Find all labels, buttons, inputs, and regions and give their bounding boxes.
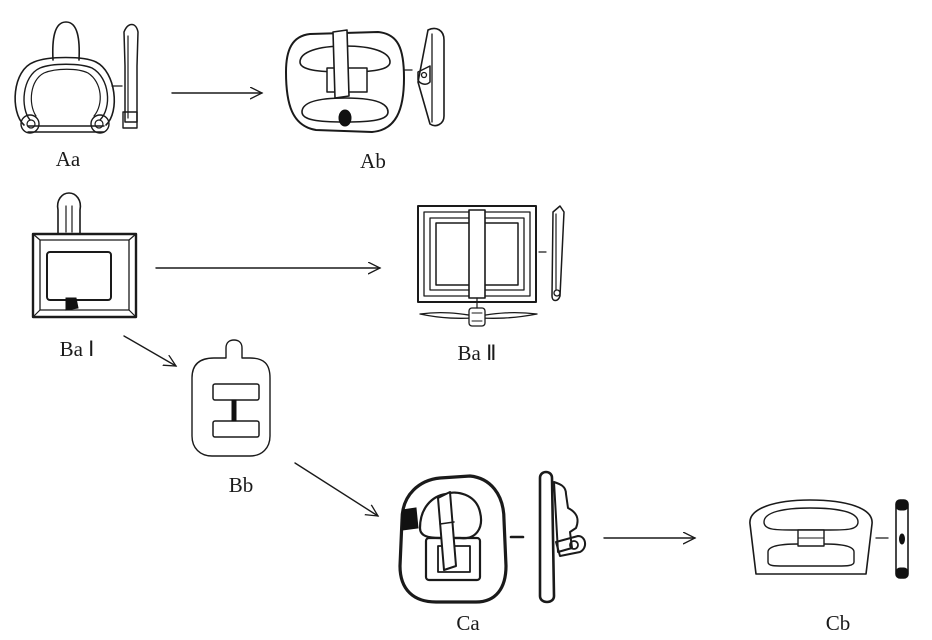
buckle-ba2-front: [417, 205, 538, 327]
label-ab: Ab: [360, 149, 386, 173]
arrow-bb-ca: [294, 462, 378, 516]
label-ba1: Ba Ⅰ: [60, 337, 95, 361]
arrow-ba1-bb: [123, 335, 176, 366]
buckle-ba2-side: [551, 205, 565, 302]
label-ba2: Ba Ⅱ: [458, 341, 497, 365]
buckle-ba1-front: [31, 192, 138, 319]
buckle-cb-front: [749, 499, 873, 575]
label-cb: Cb: [826, 611, 851, 635]
label-bb: Bb: [229, 473, 254, 497]
buckle-ca-front: [398, 474, 508, 604]
buckle-ab-front: [285, 29, 405, 133]
label-aa: Aa: [56, 147, 81, 171]
buckle-ca-side: [538, 470, 586, 604]
buckle-cb-side: [895, 499, 909, 579]
buckle-aa-front: [14, 21, 116, 134]
label-ca: Ca: [456, 611, 480, 635]
buckle-bb-front: [191, 339, 271, 457]
buckle-ab-side: [417, 27, 445, 127]
buckle-aa-side: [122, 23, 139, 129]
